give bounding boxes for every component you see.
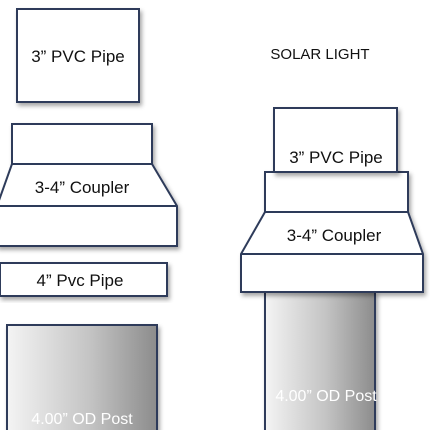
exploded-4in-pipe: 4” Pvc Pipe	[0, 262, 168, 297]
exploded-3in-pipe: 3” PVC Pipe	[16, 8, 140, 103]
exploded-coupler-label: 3-4” Coupler	[35, 178, 130, 197]
exploded-coupler-shape	[0, 123, 178, 247]
assembled-post: 4.00” OD Post	[264, 291, 377, 430]
assembled-coupler-shape	[240, 171, 424, 293]
assembled-3in-pipe: 3” PVC Pipe	[273, 107, 398, 173]
exploded-3in-pipe-label: 3” PVC Pipe	[31, 47, 125, 66]
exploded-coupler: 3-4” Coupler	[0, 123, 178, 247]
assembled-view: SOLAR LIGHT 4.00” OD Post 3-4” Coupler 3…	[240, 46, 424, 430]
assembled-coupler: 3-4” Coupler	[240, 171, 424, 293]
exploded-post-label: 4.00” OD Post	[31, 411, 133, 428]
exploded-post-shape	[6, 324, 158, 430]
exploded-3in-pipe-shape	[16, 8, 140, 103]
assembled-post-shape	[264, 291, 376, 430]
assembled-coupler-label: 3-4” Coupler	[287, 226, 382, 245]
assembled-3in-pipe-shape	[273, 107, 398, 173]
assembled-title: SOLAR LIGHT	[270, 46, 369, 63]
exploded-4in-pipe-shape	[0, 262, 168, 297]
exploded-4in-pipe-label: 4” Pvc Pipe	[37, 271, 124, 290]
assembled-3in-pipe-label: 3” PVC Pipe	[289, 148, 383, 167]
exploded-post: 4.00” OD Post	[6, 324, 158, 430]
exploded-view: 3” PVC Pipe 3-4” Coupler 4” Pvc Pipe 4.0…	[0, 8, 178, 430]
assembled-post-label: 4.00” OD Post	[275, 388, 377, 405]
